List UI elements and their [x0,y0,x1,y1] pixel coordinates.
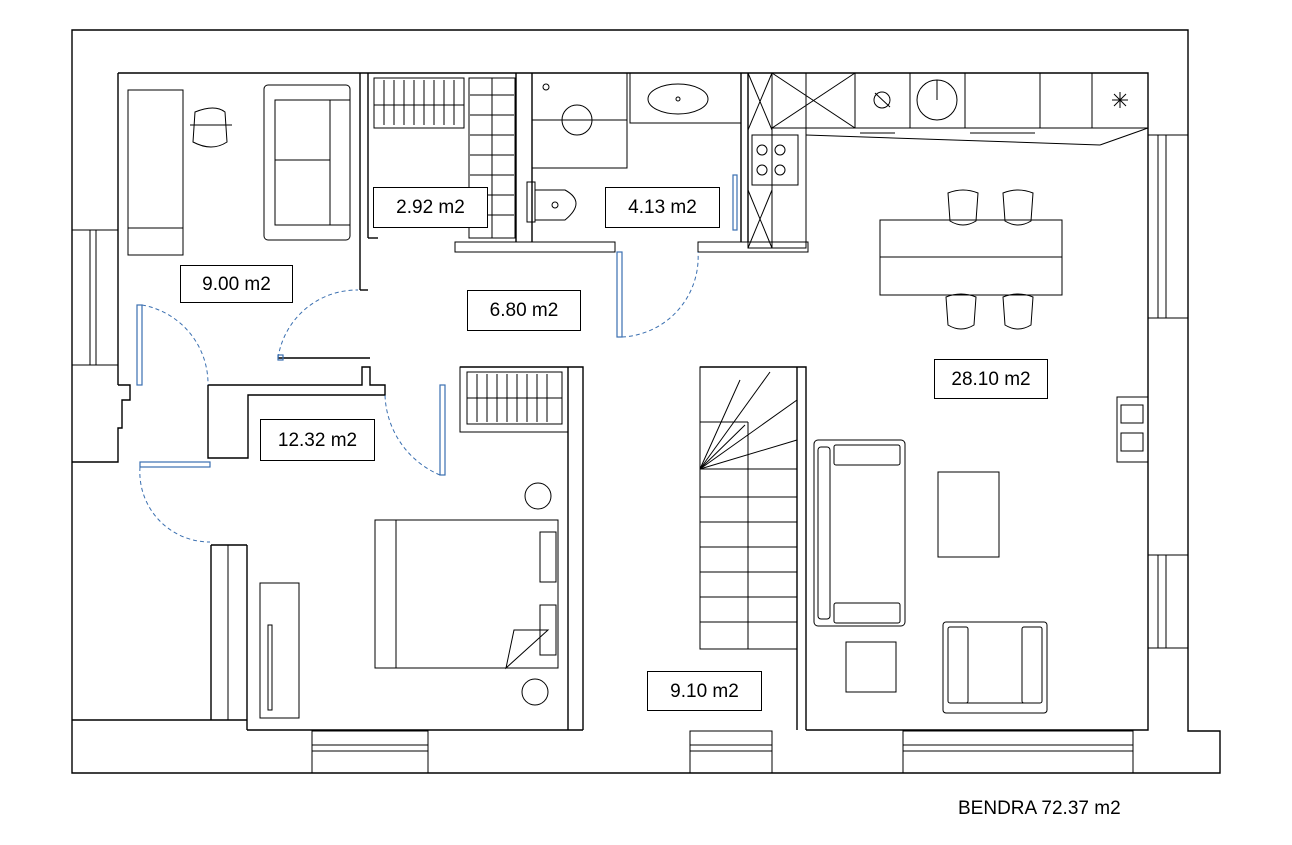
living-furniture [813,396,1149,714]
outer-boundary [71,29,1221,774]
room-area-bedroom-1: 9.00 m2 [180,265,293,303]
stairs [699,366,798,650]
doors [136,174,738,543]
room-area-hallway: 6.80 m2 [467,290,581,331]
bathroom-fixtures [526,72,742,223]
total-area-label: BENDRA 72.37 m2 [958,798,1121,819]
room-area-living-kitchen: 28.10 m2 [934,359,1048,399]
bedroom-2-furniture [259,366,569,719]
room-area-closet: 2.92 m2 [373,187,488,228]
closet-shelving [373,77,516,239]
walls [71,72,1189,774]
dining-table [879,189,1063,330]
kitchen-cabinets [747,72,1149,249]
room-area-bedroom-2: 12.32 m2 [260,419,375,461]
room-area-stairs-room: 9.10 m2 [647,671,762,711]
bedroom-1-furniture [127,84,351,256]
room-area-bathroom: 4.13 m2 [605,187,720,228]
